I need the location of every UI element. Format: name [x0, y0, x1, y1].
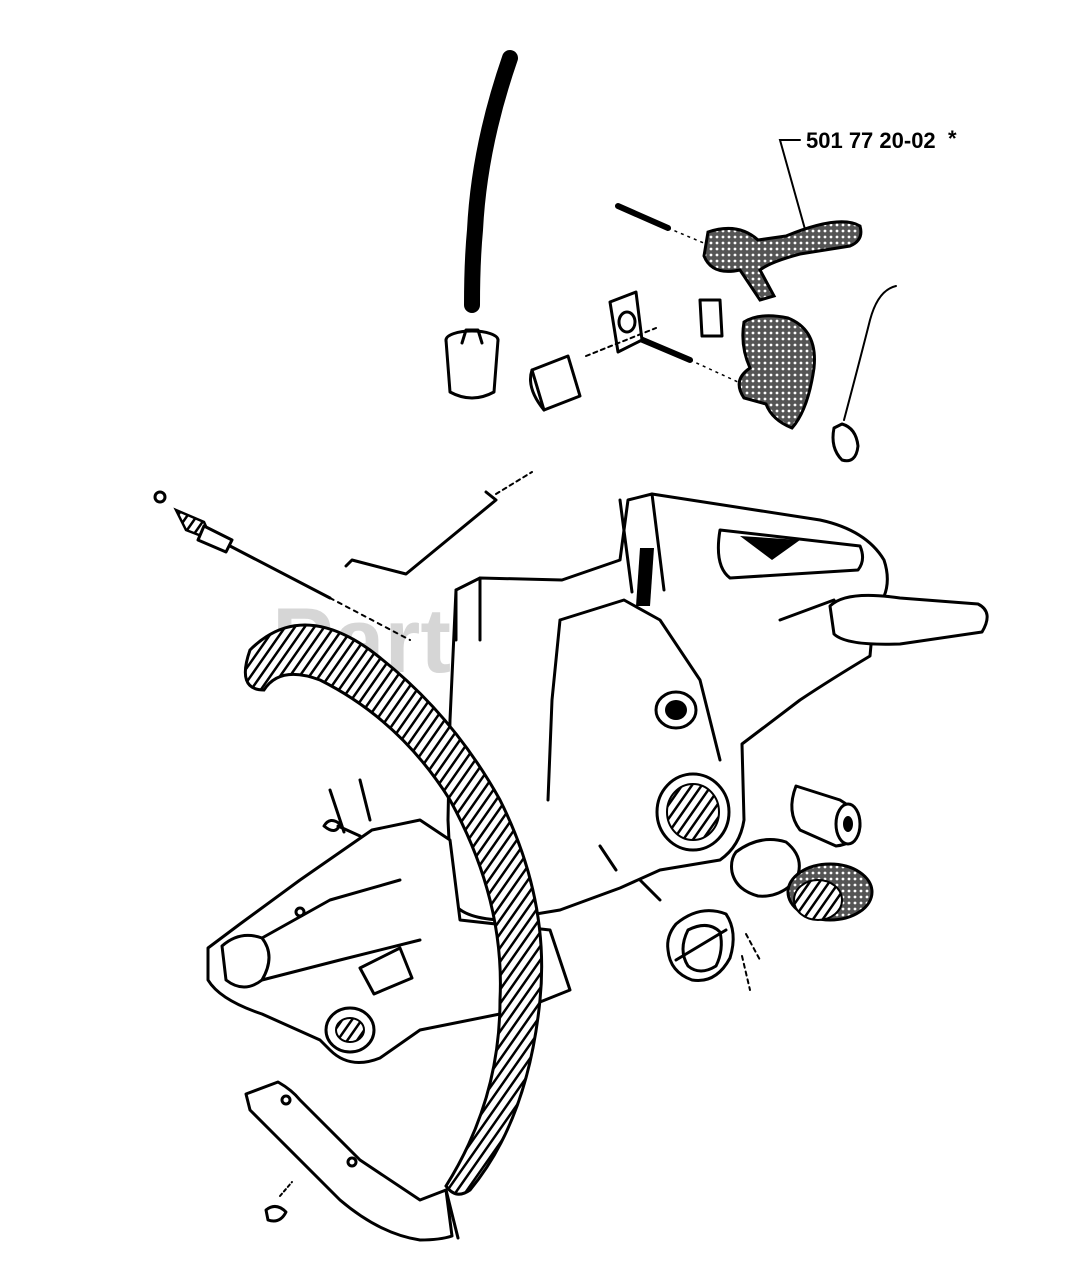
throttle-trigger-assembly [615, 203, 897, 463]
part-callout: 501 77 20-02 * [778, 126, 957, 241]
cap-gasket [666, 909, 735, 983]
choke-rod [344, 490, 498, 576]
fuel-tank-housing [446, 492, 989, 922]
oil-tank-cap [741, 862, 874, 991]
rear-handle-grip [828, 593, 989, 646]
choke-bushing [529, 354, 582, 412]
choke-plate [608, 290, 644, 354]
fuel-filter [444, 328, 500, 400]
crankcase-lower [206, 818, 572, 1064]
part-number-label: 501 77 20-02 [806, 128, 936, 153]
throttle-trigger [702, 220, 863, 302]
front-handle-bracket [244, 1080, 460, 1242]
handle-slot-black [636, 548, 654, 606]
throttle-link-clip [831, 422, 860, 463]
throttle-cable [153, 490, 411, 641]
fuel-hose [464, 50, 518, 313]
throttle-lockout [737, 314, 816, 430]
trigger-spring-clip [698, 298, 724, 338]
o-ring-seal [730, 838, 801, 898]
oil-pump-plug [790, 784, 862, 848]
front-handle-grip [243, 623, 544, 1196]
bracket-screw [264, 1181, 293, 1223]
note-asterisk: * [948, 126, 957, 151]
